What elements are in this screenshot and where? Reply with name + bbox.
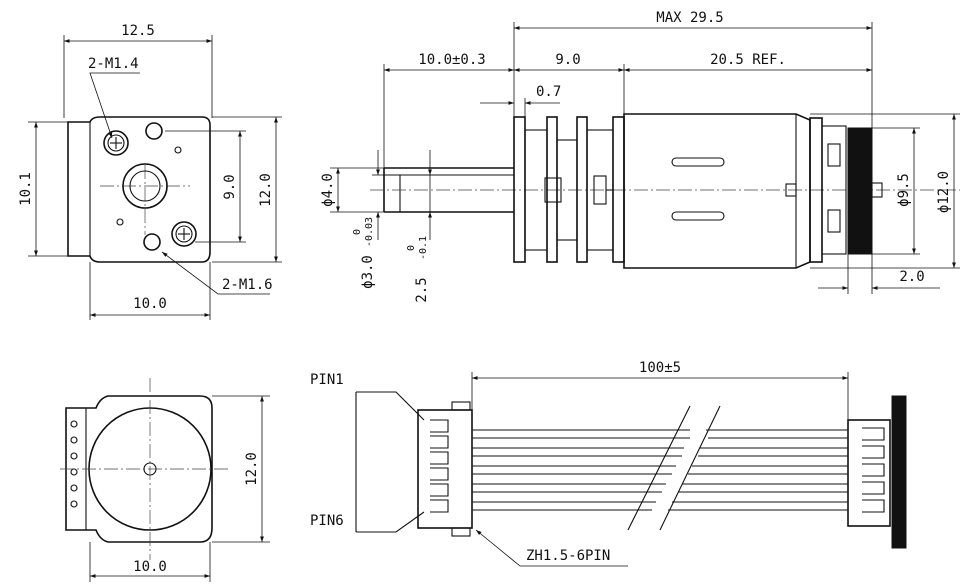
dim-overall: MAX 29.5 (656, 10, 723, 26)
front-body-outline (67, 116, 211, 263)
break-line-2 (659, 405, 721, 531)
tol-shaft-lower: -0.03 (364, 217, 375, 247)
rear-pins (70, 420, 78, 508)
dim-motor-length: 20.5 REF. (710, 52, 786, 68)
m14-screw-icon (103, 130, 129, 156)
encoder-disc (847, 127, 873, 255)
dim-cable-length: 100±5 (639, 360, 681, 376)
break-line-1 (627, 405, 691, 531)
dim-body-dia: ϕ12.0 (936, 171, 952, 213)
dim-back-cap: 2.0 (899, 269, 924, 285)
cable-view: PIN1 PIN6 100±5 ZH1.5-6PIN (310, 360, 907, 567)
dim-width-bottom: 10.0 (133, 296, 167, 312)
rear-view: 12.0 10.0 (60, 378, 270, 582)
dim-back-dia: ϕ9.5 (896, 173, 912, 207)
dim-width-top: 12.5 (121, 23, 155, 39)
label-pin6: PIN6 (310, 513, 344, 529)
front-view: 12.5 2-M1.4 10.1 9.0 12.0 2-M1.6 10.0 (18, 23, 282, 320)
front-boss (122, 163, 168, 209)
left-connector (417, 401, 473, 537)
right-connector-board (891, 395, 907, 549)
dim-shaft-flat-dia: ϕ3.0 (360, 255, 376, 289)
label-hole-top: 2-M1.4 (88, 56, 139, 72)
gear-plate-1 (513, 116, 526, 263)
tol-shaft-upper: 0 (352, 229, 363, 235)
label-hole-bottom: 2-M1.6 (222, 277, 273, 293)
tol-flat-lower: -0.1 (418, 236, 429, 260)
right-connector (847, 395, 907, 549)
ribbon-cable (472, 405, 848, 531)
dim-shaft-dia: ϕ4.0 (320, 173, 336, 207)
m16-screw-icon (171, 221, 197, 247)
dim-gearbox-length: 9.0 (555, 52, 580, 68)
dim-height-right: 12.0 (258, 173, 274, 207)
tol-flat-upper: 0 (406, 245, 417, 251)
motor-can (623, 113, 811, 269)
dim-hole-spacing: 9.0 (222, 174, 238, 199)
dim-shaft-length: 10.0±0.3 (418, 52, 485, 68)
dim-height-left: 10.1 (18, 172, 34, 206)
dim-flat-depth: 2.5 (414, 277, 430, 302)
label-pin1: PIN1 (310, 372, 344, 388)
dim-plate-thickness: 0.7 (536, 84, 561, 100)
dim-rear-height: 12.0 (244, 452, 260, 486)
rear-body-outline (65, 395, 213, 543)
label-connector: ZH1.5-6PIN (526, 548, 610, 564)
side-view: MAX 29.5 10.0±0.3 9.0 20.5 REF. 0.7 ϕ4.0… (320, 10, 960, 303)
dim-rear-width: 10.0 (133, 559, 167, 575)
